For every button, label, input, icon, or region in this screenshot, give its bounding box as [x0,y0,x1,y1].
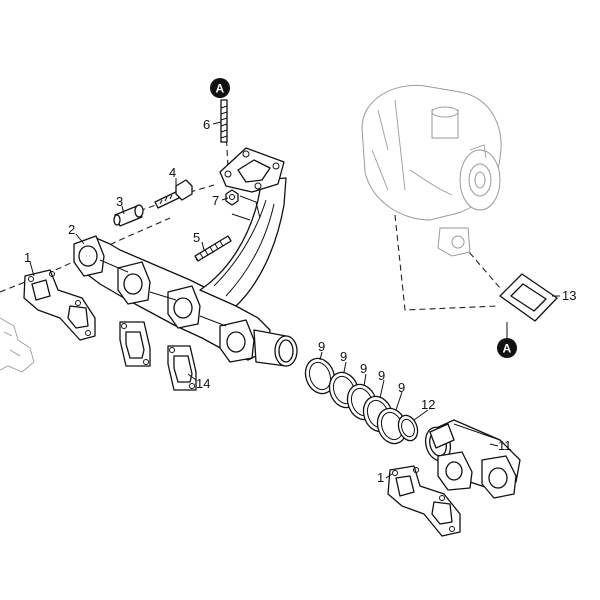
sealing-rings [304,357,408,445]
seal-ring [397,414,419,442]
callout-11: 11 [498,438,512,453]
engine-block-edge [0,317,35,373]
callout-9-d: 9 [378,368,385,383]
stud [220,99,228,143]
leader-lines [29,121,560,479]
turbocharger [361,84,502,257]
stud-long [194,235,232,262]
callout-9-a: 9 [318,339,325,354]
callout-4: 4 [169,165,176,180]
spacer-sleeve [113,204,144,227]
bolt [154,179,193,209]
reference-marker-top: A [210,78,230,98]
callout-1-lower: 1 [377,470,384,485]
callout-9-c: 9 [360,361,367,376]
nut [225,189,239,206]
reference-label-bottom: A [503,342,512,356]
turbo-gasket [499,273,558,322]
small-gasket-pair [119,321,197,391]
callout-1-upper: 1 [24,250,31,265]
rear-manifold-section [424,419,521,499]
manifold-gasket-rear [387,465,461,537]
exhaust-manifold [73,147,298,367]
callout-labels: 1 2 3 4 5 6 7 9 9 9 9 9 11 12 13 14 1 [24,117,576,485]
manifold-gasket-front [23,269,96,341]
callout-7: 7 [212,193,219,208]
callout-5: 5 [193,230,200,245]
callout-14: 14 [196,376,210,391]
callout-3: 3 [116,194,123,209]
callout-13: 13 [562,288,576,303]
reference-marker-circle-top [210,78,230,98]
reference-label-top: A [216,82,225,96]
reference-marker-circle-bottom [497,338,517,358]
reference-marker-bottom: A [497,322,517,358]
callout-2: 2 [68,222,75,237]
callout-6: 6 [203,117,210,132]
callout-9-b: 9 [340,349,347,364]
callout-12: 12 [421,397,435,412]
callout-9-e: 9 [398,380,405,395]
